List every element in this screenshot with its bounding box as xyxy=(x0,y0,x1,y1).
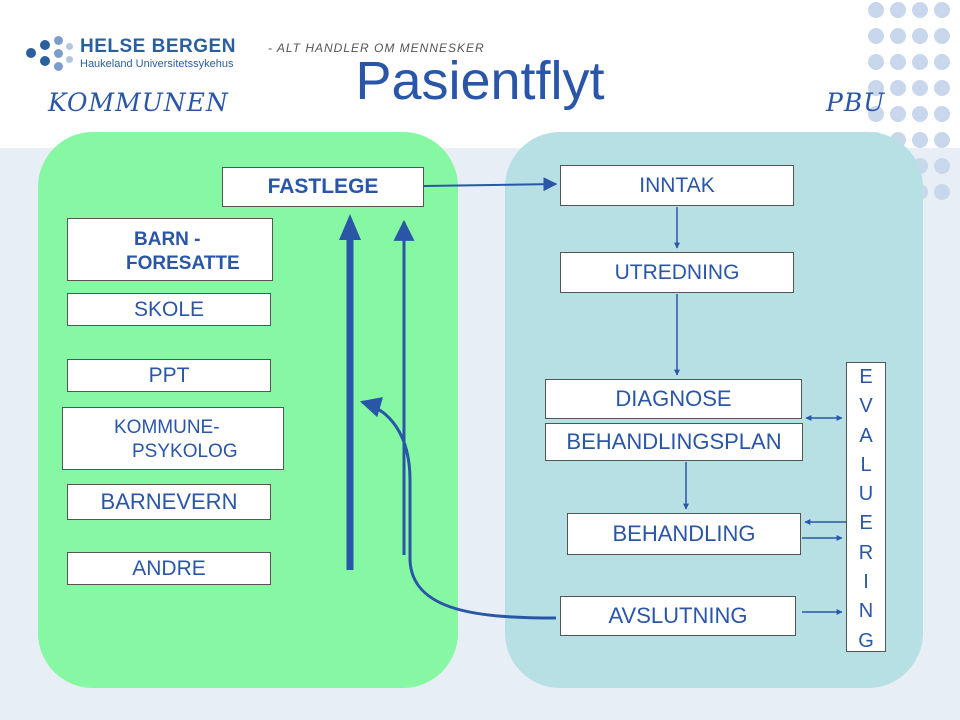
kommunepsykolog-box: KOMMUNE- PSYKOLOG xyxy=(62,407,284,470)
diagnose-label: DIAGNOSE xyxy=(615,386,732,411)
andre-label: ANDRE xyxy=(132,557,206,580)
evaluering-letter: V xyxy=(859,395,873,418)
andre-box: ANDRE xyxy=(67,552,271,585)
evaluering-letter: N xyxy=(858,600,874,623)
barn-label: BARN - xyxy=(134,229,201,250)
behandlingsplan-label: BEHANDLINGSPLAN xyxy=(566,429,782,454)
evaluering-letter: E xyxy=(859,366,873,388)
fastlege-label: FASTLEGE xyxy=(267,175,379,198)
evaluering-letter: R xyxy=(858,541,874,564)
behandling-box: BEHANDLING xyxy=(567,513,801,555)
inntak-box: INNTAK xyxy=(560,165,794,206)
inntak-label: INNTAK xyxy=(639,174,715,197)
logo-slogan: - ALT HANDLER OM MENNESKER xyxy=(268,41,485,55)
kommunen-label: KOMMUNEN xyxy=(48,88,229,117)
evaluering-letter: G xyxy=(858,629,874,652)
ppt-label: PPT xyxy=(148,364,190,387)
page-title: Pasientflyt xyxy=(355,51,605,111)
logo-subtitle: Haukeland Universitetssykehus xyxy=(80,58,234,70)
barnevern-box: BARNEVERN xyxy=(67,484,271,520)
helse-bergen-logo: HELSE BERGEN Haukeland Universitetssykeh… xyxy=(26,34,486,74)
ppt-box: PPT xyxy=(67,359,271,392)
logo-name: HELSE BERGEN xyxy=(80,36,236,57)
psykolog-label: PSYKOLOG xyxy=(132,441,238,462)
skole-label: SKOLE xyxy=(133,298,205,321)
avslutning-label: AVSLUTNING xyxy=(608,603,748,628)
arrow-thick-up-head xyxy=(339,214,361,240)
utredning-label: UTREDNING xyxy=(614,261,740,284)
barn-foresatte-box: BARN - FORESATTE xyxy=(67,218,273,281)
pbu-label: PBU xyxy=(826,88,886,117)
kommune-label: KOMMUNE- xyxy=(114,417,220,438)
evaluering-letter: U xyxy=(858,483,874,506)
arrow-fastlege-inntak xyxy=(423,177,558,192)
evaluering-letter: E xyxy=(859,512,873,535)
arrow-avslutning-return xyxy=(359,397,557,620)
skole-box: SKOLE xyxy=(67,293,271,326)
logo-dots-icon xyxy=(26,36,74,71)
evaluering-letter: L xyxy=(860,453,872,476)
evaluering-letter: A xyxy=(859,424,873,447)
evaluering-letter: I xyxy=(863,571,869,594)
barnevern-label: BARNEVERN xyxy=(100,489,238,514)
fastlege-box: FASTLEGE xyxy=(222,167,424,207)
utredning-box: UTREDNING xyxy=(560,252,794,293)
behandling-label: BEHANDLING xyxy=(612,521,756,546)
avslutning-box: AVSLUTNING xyxy=(560,596,796,636)
behandlingsplan-box: BEHANDLINGSPLAN xyxy=(545,423,803,461)
foresatte-label: FORESATTE xyxy=(126,253,240,274)
diagnose-box: DIAGNOSE xyxy=(545,379,802,419)
